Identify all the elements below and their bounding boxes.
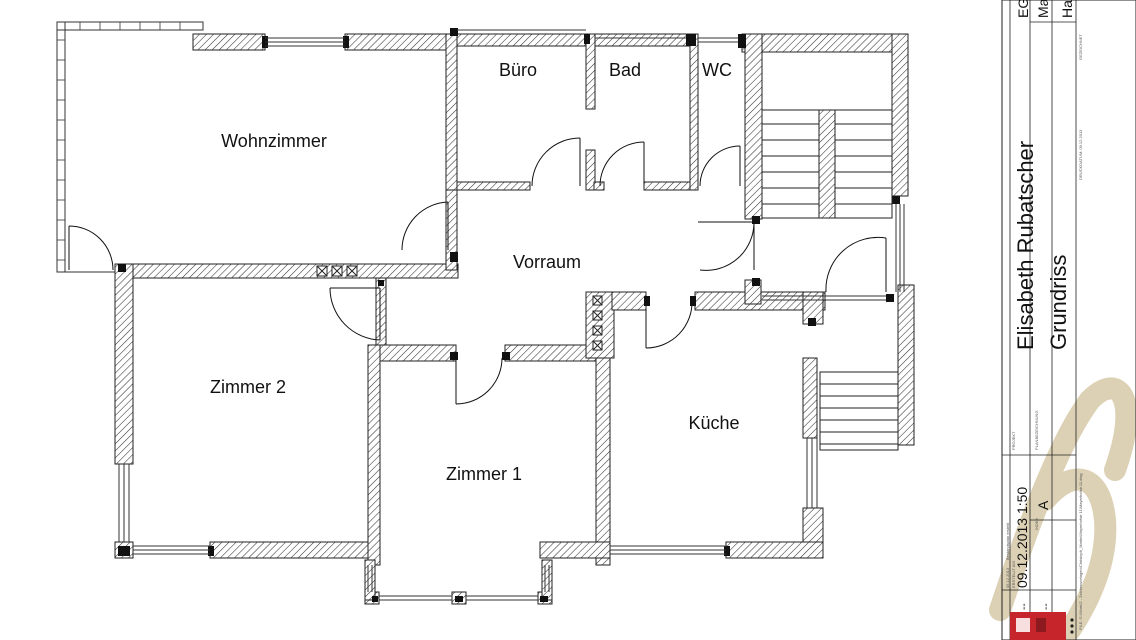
field-dash-2: -- bbox=[1041, 603, 1052, 610]
windows bbox=[118, 29, 905, 601]
status-text: Bestandsplan erstellt bbox=[1005, 522, 1010, 560]
room-label-wc: WC bbox=[702, 60, 732, 80]
room-label-zimmer1: Zimmer 1 bbox=[446, 464, 522, 484]
drawn-label: GEZEICHNET bbox=[1078, 34, 1083, 60]
stairs-main bbox=[761, 109, 893, 219]
floor-code: EG bbox=[1015, 0, 1031, 18]
drawing-title: Grundriss bbox=[1046, 255, 1071, 350]
plan-label: PLANBEZEICHNUNG bbox=[1034, 410, 1039, 450]
small-date: 05.12.2013 bbox=[1005, 567, 1010, 588]
index-label: INDEX bbox=[1034, 517, 1039, 530]
doors bbox=[68, 137, 887, 405]
scale-hint: Ma bbox=[1035, 0, 1051, 18]
terrace-edge-ticks bbox=[57, 22, 181, 261]
file-path: FILE: G:\Work\2 - Zeichenvorlagen\Christ… bbox=[1078, 473, 1083, 630]
watermark-logo bbox=[989, 377, 1136, 640]
chimney-flues bbox=[316, 265, 603, 351]
terrace-edge bbox=[56, 21, 204, 273]
revision-index: A bbox=[1035, 500, 1051, 510]
plot-date: 09.12.2013 1:50 bbox=[1014, 487, 1030, 588]
field-dash-1: -- bbox=[1019, 603, 1030, 610]
room-labels: Wohnzimmer Büro Bad WC Vorraum Zimmer 2 … bbox=[210, 60, 740, 484]
wall-junctions bbox=[118, 28, 900, 602]
room-label-vorraum: Vorraum bbox=[513, 252, 581, 272]
room-label-buero: Büro bbox=[499, 60, 537, 80]
created-label: ERSTELLT AM bbox=[1011, 561, 1016, 588]
room-label-bad: Bad bbox=[609, 60, 641, 80]
title-block: Elisabeth Rubatscher Grundriss 09.12.201… bbox=[1001, 0, 1136, 640]
project-owner: Elisabeth Rubatscher bbox=[1013, 141, 1038, 350]
project-label: PROJEKT bbox=[1011, 431, 1016, 450]
room-label-kueche: Küche bbox=[688, 413, 739, 433]
room-label-zimmer2: Zimmer 2 bbox=[210, 377, 286, 397]
ha-field: Ha bbox=[1059, 0, 1075, 18]
print-date: DRUCKDATUM: 09.12.2013 bbox=[1078, 129, 1083, 180]
room-label-wohnzimmer: Wohnzimmer bbox=[221, 131, 327, 151]
walls bbox=[114, 33, 915, 605]
stairs-entry bbox=[819, 371, 899, 451]
